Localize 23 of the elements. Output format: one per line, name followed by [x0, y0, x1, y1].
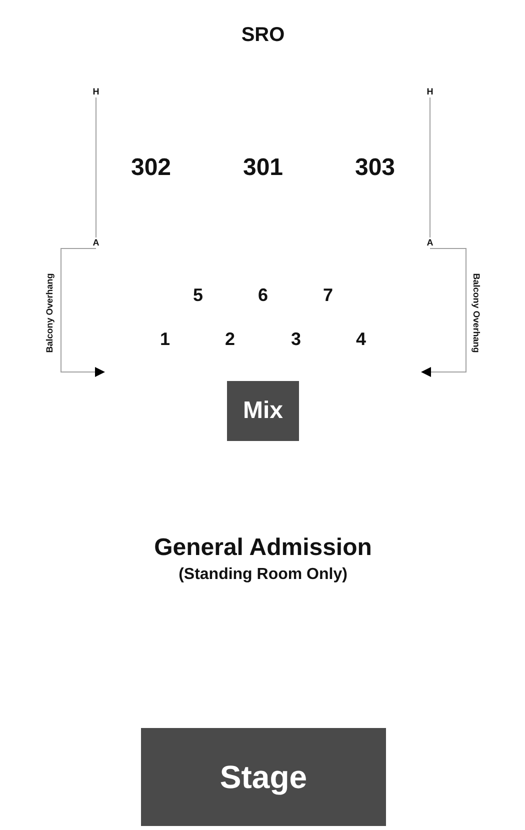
table-number: 7: [323, 286, 333, 304]
row-letter: A: [92, 238, 100, 248]
table-number: 2: [225, 330, 235, 348]
section-number: 303: [354, 156, 396, 180]
section-label: SRO: [241, 25, 285, 45]
table-number: 1: [160, 330, 170, 348]
balcony-overhang-label: Balcony Overhang: [46, 273, 54, 353]
area-title: General Admission: [154, 536, 372, 560]
arrow: [60, 248, 105, 377]
mix-booth: Mix: [227, 381, 299, 441]
table-number: 3: [291, 330, 301, 348]
table-number: 5: [193, 286, 203, 304]
row-letter: A: [426, 238, 434, 248]
stage-block: Stage: [141, 728, 386, 826]
section-number: 302: [130, 156, 172, 180]
balcony-overhang-label: Balcony Overhang: [472, 273, 480, 353]
section-number: 301: [242, 156, 284, 180]
table-number: 4: [356, 330, 366, 348]
arrow: [421, 248, 466, 377]
area-subtitle: (Standing Room Only): [178, 567, 348, 583]
table-number: 6: [258, 286, 268, 304]
row-letter: H: [92, 88, 100, 96]
row-letter: H: [426, 88, 434, 96]
